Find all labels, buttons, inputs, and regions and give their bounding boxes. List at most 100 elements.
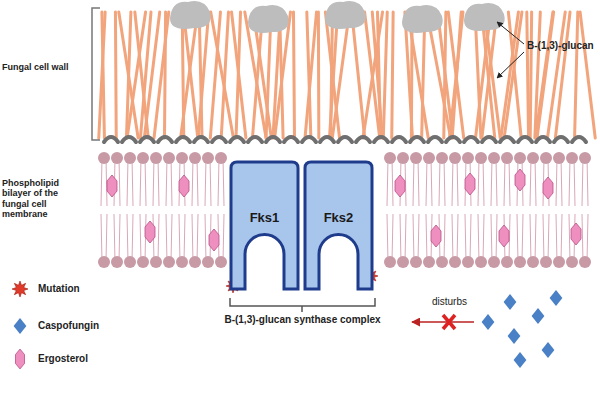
wall-anchor xyxy=(572,137,586,142)
glucan-fiber xyxy=(332,12,349,138)
lipid-tail xyxy=(127,158,133,206)
wall-anchor xyxy=(140,137,154,142)
glucan-fiber xyxy=(293,12,294,138)
caspofungin-symbol xyxy=(482,314,495,330)
lipid-head xyxy=(527,152,539,164)
caspofungin-symbol xyxy=(508,328,521,344)
wall-anchor xyxy=(536,137,550,142)
lipid-tail xyxy=(400,214,406,262)
wall-anchor xyxy=(122,137,136,142)
ergosterol-symbol xyxy=(499,225,509,247)
ergosterol-symbol xyxy=(543,177,553,199)
subunit-shape xyxy=(231,162,298,289)
wall-anchor xyxy=(302,137,316,142)
region-label: Fungal cell wall xyxy=(2,62,72,72)
glucan-fiber xyxy=(317,12,320,138)
lipid-head xyxy=(98,256,110,268)
lipid-head xyxy=(397,256,409,268)
lipid-head xyxy=(137,256,149,268)
lipid-head xyxy=(449,256,461,268)
lipid-head xyxy=(124,152,136,164)
legend-text: Mutation xyxy=(38,283,80,294)
lipid-tail xyxy=(465,214,471,262)
glucan-fiber xyxy=(501,12,519,138)
wall-anchor xyxy=(248,137,262,142)
lipid-head xyxy=(540,152,552,164)
glucan-fiber xyxy=(530,12,531,138)
glucan-fiber xyxy=(484,12,500,138)
glucan-fiber xyxy=(210,12,220,138)
lipid-head xyxy=(553,152,565,164)
lipid-head xyxy=(163,152,175,164)
lipid-head xyxy=(176,152,188,164)
leader-arrow xyxy=(497,22,524,44)
ergosterol-symbol xyxy=(179,175,189,197)
lipid-tail xyxy=(153,158,159,206)
ergosterol-symbol xyxy=(145,221,155,243)
lipid-tail xyxy=(166,214,172,262)
lipid-head xyxy=(98,152,110,164)
wall-anchor xyxy=(518,137,532,142)
lipid-head xyxy=(423,256,435,268)
glucan-fiber xyxy=(363,12,383,138)
lipid-tail xyxy=(192,214,198,262)
mannoprotein-blob xyxy=(464,3,505,31)
lipid-tail xyxy=(452,158,458,206)
lipid-tail xyxy=(569,158,575,206)
wall-anchor xyxy=(410,137,424,142)
lipid-tail xyxy=(387,214,393,262)
wall-anchor xyxy=(374,137,388,142)
glucan-fiber xyxy=(352,12,365,138)
lipid-head xyxy=(566,152,578,164)
lipid-head xyxy=(462,152,474,164)
leader-arrow xyxy=(497,52,524,78)
glucan-fiber xyxy=(448,12,463,138)
wall-anchor xyxy=(194,137,208,142)
caspofungin-symbol xyxy=(514,352,527,368)
lipid-head xyxy=(189,152,201,164)
wall-anchor xyxy=(158,137,172,142)
subunit-name: Fks1 xyxy=(250,210,280,225)
lipid-head xyxy=(137,152,149,164)
lipid-tail xyxy=(556,158,562,206)
glucan-fiber xyxy=(305,12,317,138)
glucan-fiber xyxy=(580,12,595,138)
lipid-tail xyxy=(387,158,393,206)
lipid-head xyxy=(111,256,123,268)
caspofungin-symbol xyxy=(550,290,563,306)
inhibition-label: disturbs xyxy=(432,296,492,308)
lipid-head xyxy=(488,152,500,164)
caspofungin-symbol xyxy=(14,318,27,334)
legend-text: Caspofungin xyxy=(38,320,99,331)
wall-anchor xyxy=(266,137,280,142)
mutation-symbol xyxy=(12,281,28,297)
lipid-tail xyxy=(114,214,120,262)
wall-anchor xyxy=(446,137,460,142)
wall-anchor xyxy=(356,137,370,142)
lipid-tail xyxy=(192,158,198,206)
lipid-tail xyxy=(543,214,549,262)
lipid-tail xyxy=(491,158,497,206)
lipid-tail xyxy=(504,158,510,206)
lipid-head xyxy=(150,152,162,164)
lipid-head xyxy=(553,256,565,268)
lipid-head xyxy=(202,256,214,268)
lipid-tail xyxy=(426,158,432,206)
complex-label: B-(1,3)-glucan synthase complex xyxy=(205,314,400,326)
subunit-outline xyxy=(229,160,300,292)
mannoprotein-blob xyxy=(325,1,366,29)
lipid-head xyxy=(514,256,526,268)
glucan-fiber xyxy=(236,12,241,138)
lipid-tail xyxy=(530,158,536,206)
lipid-head xyxy=(579,152,591,164)
lipid-head xyxy=(501,256,513,268)
wall-anchor xyxy=(500,137,514,142)
lipid-head xyxy=(176,256,188,268)
wall-anchor xyxy=(284,137,298,142)
ergosterol-symbol xyxy=(465,173,475,195)
lipid-head xyxy=(566,256,578,268)
lipid-tail xyxy=(556,214,562,262)
wall-anchor xyxy=(338,137,352,142)
region-label: Phospholipid bilayer of the fungal cell … xyxy=(2,178,82,219)
